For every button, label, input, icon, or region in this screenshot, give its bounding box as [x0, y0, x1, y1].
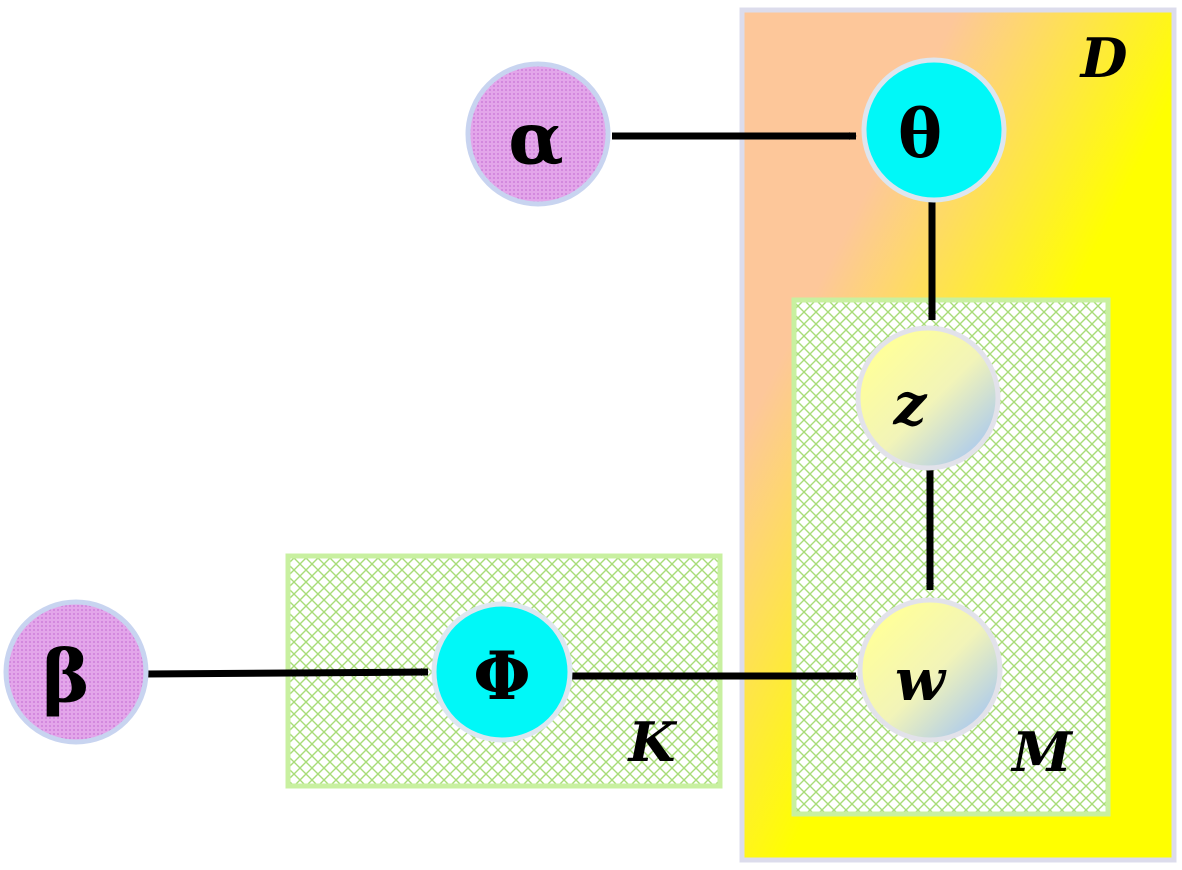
node-z-label: z [893, 370, 928, 438]
plate-m-label: M [1010, 720, 1074, 784]
node-phi: Φ [431, 601, 573, 743]
node-alpha-label: α [508, 96, 563, 181]
node-theta: θ [861, 57, 1007, 203]
plate-k-label: K [627, 710, 678, 774]
node-w: w [857, 597, 1003, 743]
plate-d-label: D [1079, 26, 1128, 90]
node-theta-label: θ [898, 95, 942, 173]
edge-beta-phi [145, 668, 429, 678]
node-alpha: α [465, 61, 611, 207]
node-w-label: w [895, 646, 947, 714]
node-beta: β [3, 599, 149, 745]
node-z: z [855, 325, 1001, 471]
node-phi-label: Φ [473, 637, 531, 715]
edges [145, 132, 936, 680]
node-beta-label: β [42, 634, 90, 719]
